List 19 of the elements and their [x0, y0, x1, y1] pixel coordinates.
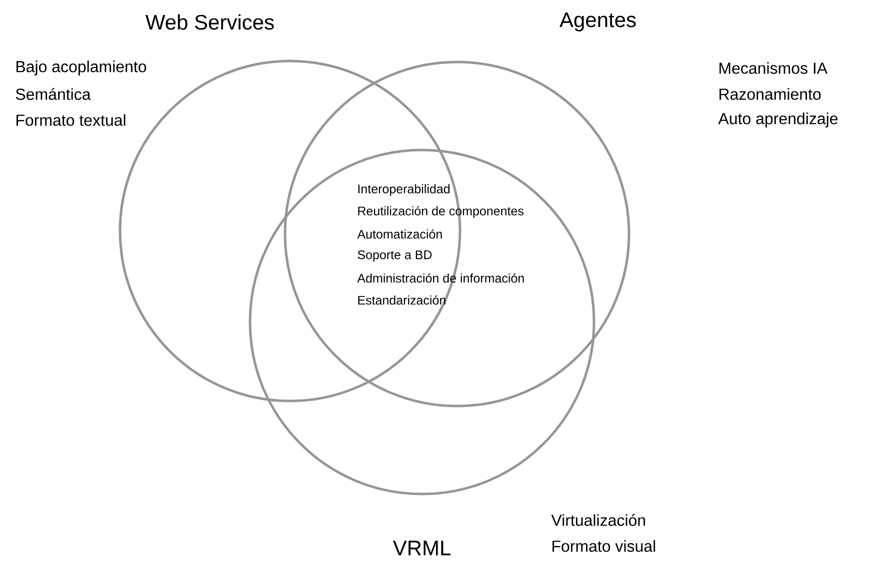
- list-item: Virtualización: [551, 514, 646, 526]
- list-item: Semántica: [16, 88, 91, 100]
- venn-circle: [248, 148, 596, 496]
- intersection-item: Soporte a BD: [358, 250, 432, 262]
- circle-title: Agentes: [560, 12, 636, 32]
- list-item: Razonamiento: [720, 88, 821, 100]
- list-item: Formato textual: [16, 114, 126, 126]
- list-item: Formato visual: [552, 540, 656, 552]
- intersection-item: Automatización: [357, 229, 442, 239]
- circle-title: VRML: [392, 540, 450, 556]
- intersection-item: Estandarización: [358, 295, 446, 305]
- intersection-item: Reutilización de componentes: [358, 206, 524, 218]
- circle-title: Web Services: [146, 14, 274, 30]
- list-item: Auto aprendizaje: [718, 112, 838, 128]
- intersection-item: Interoperabilidad: [358, 184, 450, 196]
- venn-circle: [284, 60, 630, 408]
- list-item: Bajo acoplamiento: [16, 60, 146, 76]
- list-item: Mecanismos IA: [720, 62, 828, 74]
- intersection-item: Administración de información: [357, 273, 524, 283]
